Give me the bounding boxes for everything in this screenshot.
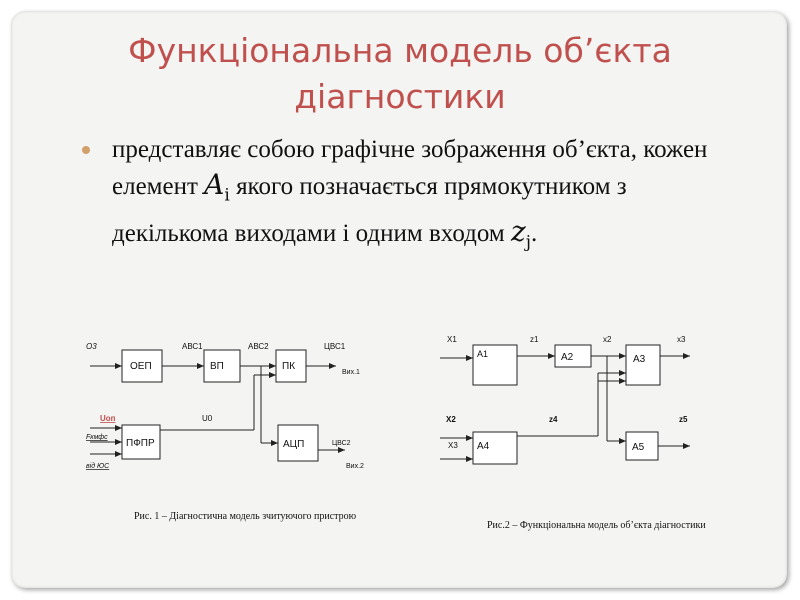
slide	[11, 11, 787, 588]
block-a2-label: A2	[561, 352, 574, 363]
label-u0: U0	[202, 414, 213, 423]
block-acp	[277, 424, 319, 462]
math-var-a-letter: A	[204, 168, 225, 201]
figure-1-caption: Рис. 1 – Діагностична модель зчитуючого …	[134, 511, 357, 522]
block-a4-label: A4	[477, 441, 490, 452]
label-fkmfs: Fкмфс	[86, 434, 108, 441]
block-a1-label: A1	[477, 349, 488, 359]
bullet-text-part-1: представляє собою графічне зображення об…	[112, 136, 708, 200]
label-x3-top: x3	[677, 335, 686, 344]
bullet-text-part-3: .	[530, 219, 538, 247]
block-a5	[625, 431, 659, 461]
label-vyx1: Вих.1	[342, 369, 360, 376]
label-x2-top: x2	[603, 335, 612, 344]
label-abc2: АВС2	[248, 342, 269, 351]
bullet-text: представляє собою графічне зображення об…	[112, 132, 732, 260]
block-oep-label: ОЕП	[130, 361, 152, 372]
label-z5: z5	[679, 415, 688, 424]
block-a3	[625, 344, 661, 386]
math-var-a: Ai	[204, 168, 230, 206]
bullet-text-part-2: якого позначається прямокутником з декіл…	[112, 173, 627, 247]
figure-2-text: A1 A2 A3 A4 A5 X1 z1 x2 x3 X2 X3 z4 z5 Р…	[446, 335, 706, 531]
label-uop: Uоп	[100, 414, 116, 423]
block-acp-label: АЦП	[283, 439, 304, 450]
math-var-z: zj	[510, 214, 531, 253]
block-pk-label: ПК	[282, 361, 295, 372]
block-a3-label: A3	[633, 354, 646, 365]
block-a4	[472, 431, 518, 465]
label-abc1: АВС1	[182, 342, 203, 351]
label-z1: z1	[530, 335, 539, 344]
math-var-a-sub: i	[224, 185, 230, 206]
figure-2-caption: Рис.2 – Функціональна модель об’єкта діа…	[487, 520, 706, 531]
title-line-1: Функціональна модель об’єкта	[128, 31, 672, 70]
label-vyx2: Вих.2	[346, 463, 364, 470]
math-var-z-sub: j	[525, 232, 531, 253]
figure-1-text: ОЕП ВП ПК ПФПР АЦП О3 АВС1 АВС2 ЦВС1 Вих…	[86, 342, 364, 522]
figure-1	[90, 349, 345, 462]
label-z4: z4	[549, 415, 558, 424]
title-line-2: діагностики	[294, 77, 506, 116]
figure-2	[440, 344, 690, 465]
label-cbc1: ЦВС1	[324, 342, 346, 351]
label-vidios: від ЮС	[86, 462, 110, 470]
label-x1: X1	[447, 335, 457, 344]
label-x3: X3	[448, 441, 458, 450]
bullet-dot-icon	[82, 146, 90, 154]
block-vp-label: ВП	[210, 361, 224, 372]
block-pfpr	[121, 424, 161, 460]
math-var-z-letter: z	[510, 214, 526, 248]
block-a1	[472, 344, 518, 386]
slide-title: Функціональна модель об’єкта діагностики	[60, 28, 740, 120]
block-a5-label: A5	[632, 442, 645, 453]
label-o3: О3	[86, 342, 97, 351]
block-pfpr-label: ПФПР	[126, 438, 155, 449]
label-x2: X2	[446, 415, 456, 424]
label-cbc2: ЦВС2	[332, 440, 351, 447]
